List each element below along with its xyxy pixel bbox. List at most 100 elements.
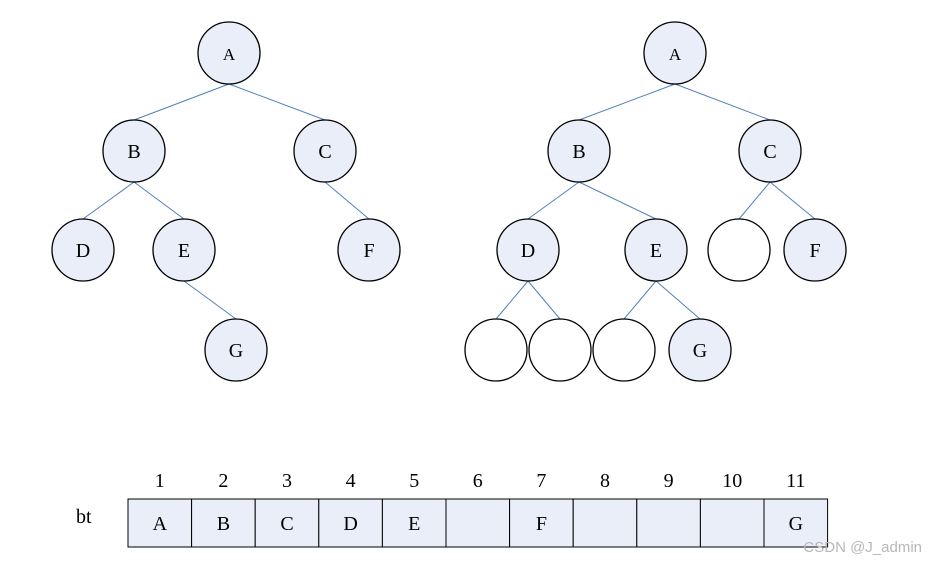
node-label: C (318, 141, 331, 163)
left-tree-edge-a-c (228, 83, 326, 121)
array-index-6: 6 (473, 470, 483, 492)
left-tree-node-e: E (152, 218, 216, 282)
array-name-label: bt (76, 506, 92, 528)
node-label: F (809, 240, 820, 262)
array-index-10: 10 (722, 470, 742, 492)
node-circle (528, 318, 592, 382)
right-tree-edge-a-b (578, 83, 676, 121)
array-cell-2 (191, 498, 256, 548)
array-cell-4 (318, 498, 383, 548)
node-circle (496, 218, 560, 282)
array-cell-9 (636, 498, 701, 548)
array-cell-7 (509, 498, 574, 548)
left-tree-node-c: C (293, 119, 357, 183)
array-cell-label-1: A (153, 513, 168, 535)
left-tree-node-a: A (197, 21, 261, 85)
right-tree-node-c-left (707, 218, 771, 282)
right-tree-edge-c-c_left (738, 181, 771, 220)
node-circle (337, 218, 401, 282)
array-cell-10 (699, 498, 765, 548)
node-label: D (76, 240, 90, 262)
node-label: A (223, 45, 236, 64)
node-label: B (127, 141, 140, 163)
array-index-2: 2 (218, 470, 228, 492)
right-tree-node-f: F (783, 218, 847, 282)
array-cell-label-3: C (280, 513, 293, 535)
node-circle (464, 318, 528, 382)
array-cell-label-4: D (343, 513, 357, 535)
node-circle (707, 218, 771, 282)
node-circle (624, 218, 688, 282)
node-circle (738, 119, 802, 183)
watermark-text: CSDN @J_admin (803, 539, 922, 556)
right-tree-edge-e-g (655, 280, 701, 320)
right-tree-edge-b-e (578, 181, 657, 220)
array-cell-5 (381, 498, 447, 548)
node-label: C (763, 141, 776, 163)
node-circle (643, 21, 707, 85)
array-cell-label-7: F (536, 513, 547, 535)
left-tree-edge-a-b (133, 83, 230, 121)
left-tree-edge-b-d (82, 181, 135, 220)
node-circle (152, 218, 216, 282)
left-tree-edge-b-e (133, 181, 185, 220)
array-cell-11 (763, 498, 829, 548)
edges-layer (82, 83, 816, 320)
node-label: G (693, 340, 707, 362)
array-index-5: 5 (409, 470, 419, 492)
left-tree-edge-c-f (324, 181, 370, 220)
left-tree-node-d: D (51, 218, 115, 282)
array-cell-3 (254, 498, 320, 548)
right-tree-edge-d-d_right (527, 280, 561, 320)
node-circle (102, 119, 166, 183)
array-index-3: 3 (282, 470, 292, 492)
left-tree-node-b: B (102, 119, 166, 183)
right-tree-edge-c-f (769, 181, 816, 220)
right-tree-node-a: A (643, 21, 707, 85)
right-tree-edge-b-d (527, 181, 580, 220)
right-tree-node-e: E (624, 218, 688, 282)
nodes-layer: A B C D E F G A B C D E F G (51, 21, 847, 382)
node-circle (293, 119, 357, 183)
node-label: B (572, 141, 585, 163)
array-cell-label-2: B (217, 513, 230, 535)
right-tree-node-e-left (592, 318, 656, 382)
array-cell-label-5: E (408, 513, 420, 535)
array-layer: bt A 1B 2C 3D 4E 5 6F 7 8 9 10G 11 (76, 470, 829, 548)
right-tree-node-d-left (464, 318, 528, 382)
node-label: A (669, 45, 682, 64)
node-circle (668, 318, 732, 382)
node-circle (51, 218, 115, 282)
node-circle (783, 218, 847, 282)
right-tree-node-d-right (528, 318, 592, 382)
node-circle (204, 318, 268, 382)
node-label: D (521, 240, 535, 262)
left-tree-node-g: G (204, 318, 268, 382)
array-index-8: 8 (600, 470, 610, 492)
left-tree-edge-e-g (183, 280, 237, 320)
right-tree-edge-d-d_left (495, 280, 529, 320)
array-index-1: 1 (155, 470, 165, 492)
array-index-11: 11 (786, 470, 805, 492)
node-label: G (229, 340, 243, 362)
node-label: F (363, 240, 374, 262)
node-label: E (178, 240, 190, 262)
array-index-7: 7 (536, 470, 546, 492)
array-index-9: 9 (664, 470, 674, 492)
array-cell-6 (445, 498, 511, 548)
right-tree-node-g: G (668, 318, 732, 382)
node-circle (197, 21, 261, 85)
node-circle (547, 119, 611, 183)
node-circle (592, 318, 656, 382)
right-tree-node-b: B (547, 119, 611, 183)
array-cell-label-11: G (789, 513, 803, 535)
array-index-4: 4 (346, 470, 356, 492)
right-tree-node-d: D (496, 218, 560, 282)
array-cell-1 (127, 498, 193, 548)
right-tree-edge-a-c (674, 83, 771, 121)
node-label: E (650, 240, 662, 262)
right-tree-edge-e-e_left (623, 280, 657, 320)
array-cell-8 (572, 498, 638, 548)
right-tree-node-c: C (738, 119, 802, 183)
